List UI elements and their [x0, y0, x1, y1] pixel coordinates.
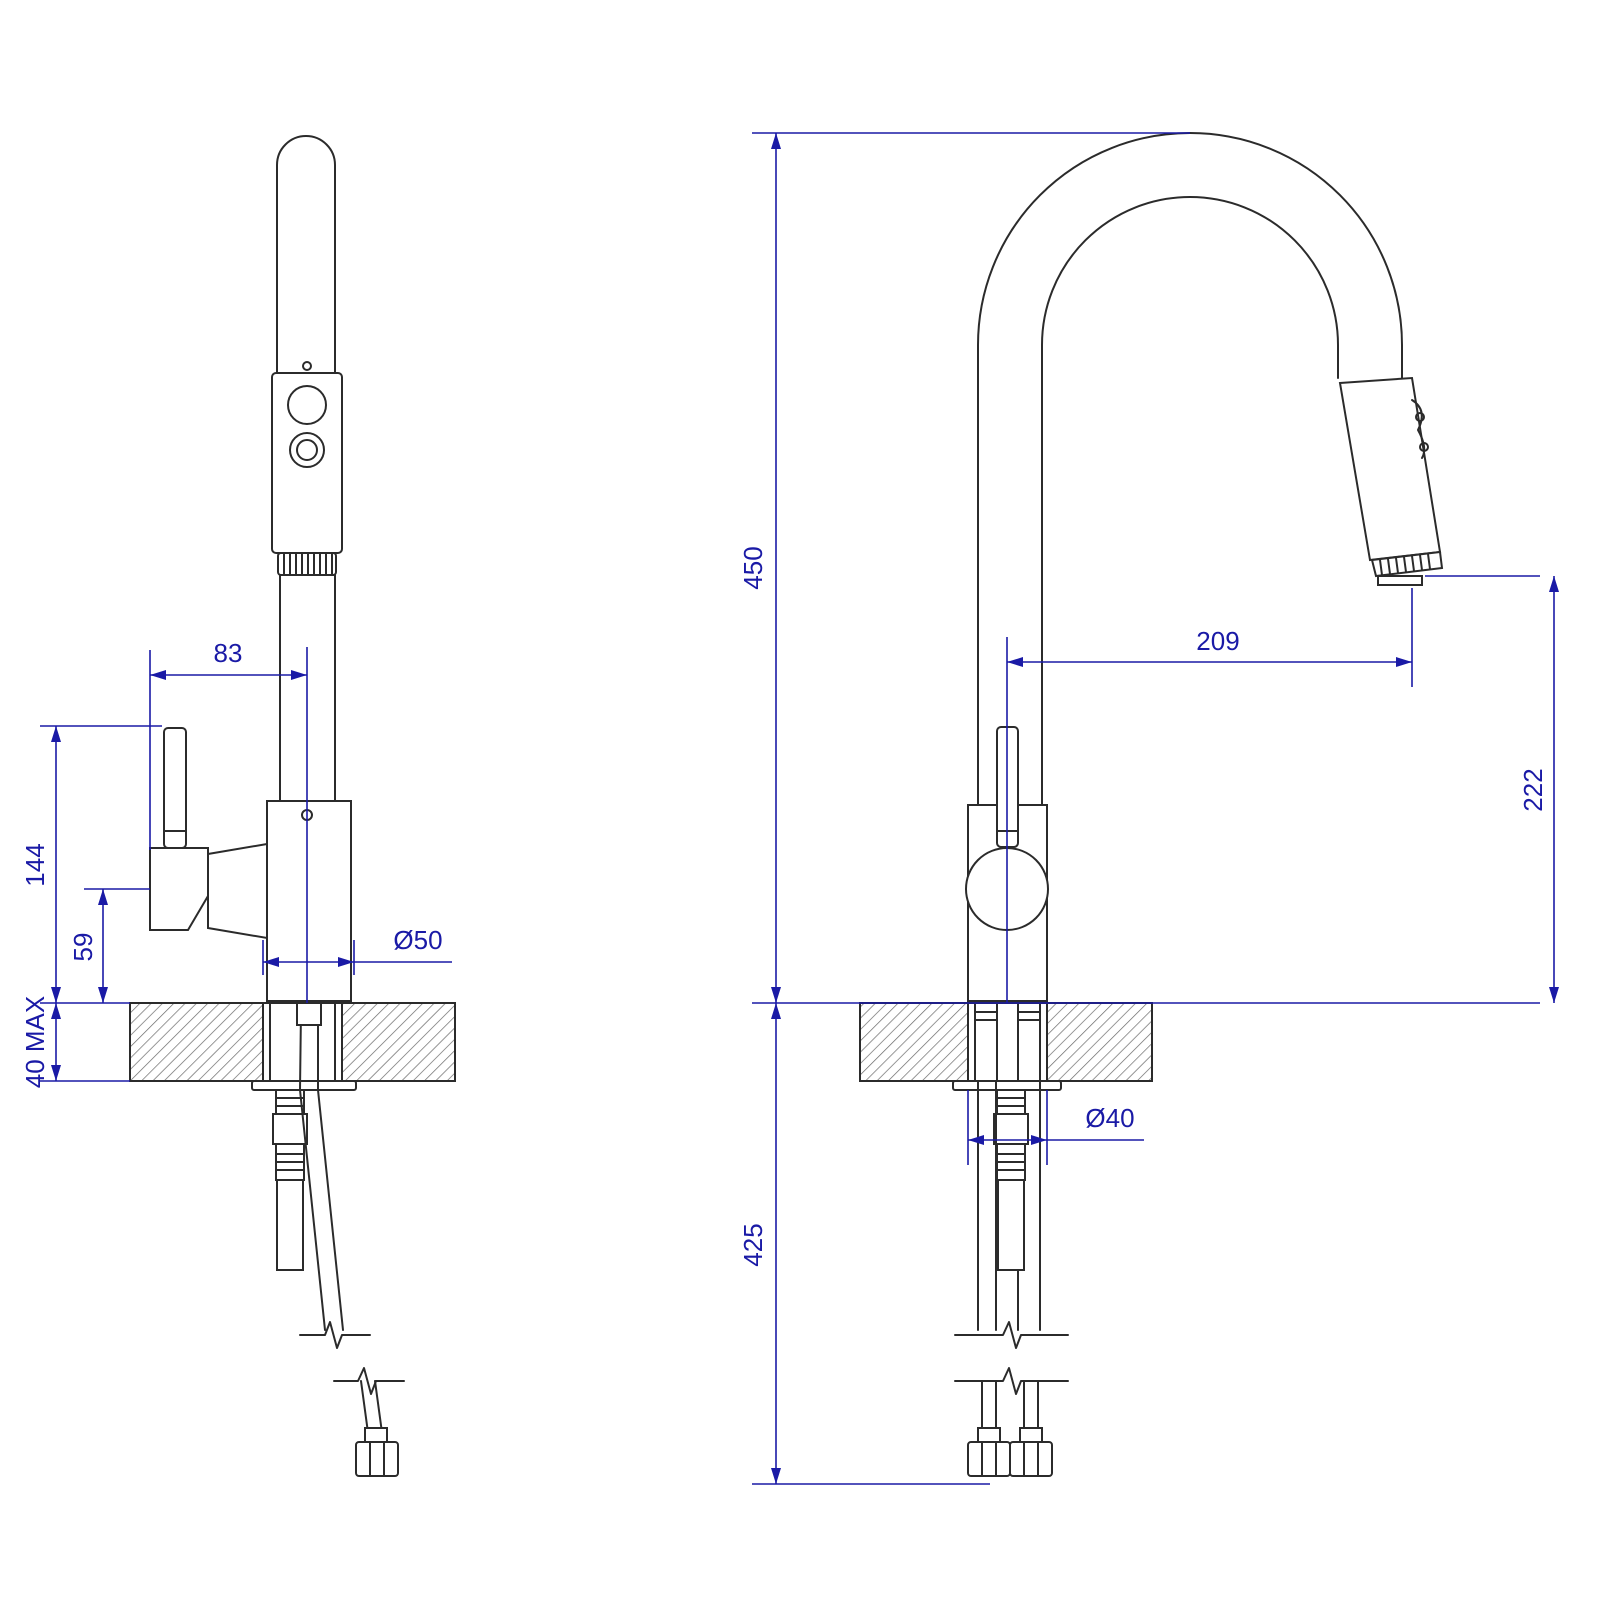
front-view: [859, 132, 1444, 1477]
front-dimensions: 450 209 222 Ø40 425: [738, 132, 1559, 1485]
side-handle: [163, 727, 187, 849]
dim-40max-label: 40 MAX: [20, 996, 50, 1089]
side-countertop-right: [341, 1002, 456, 1082]
front-countertop-left: [859, 1002, 969, 1082]
side-view: [129, 135, 456, 1477]
front-hose-ends: [967, 1380, 1053, 1477]
side-spray-button-top-icon: [287, 385, 327, 425]
dim-d40-label: Ø40: [1085, 1103, 1134, 1133]
side-pullout-hose: [296, 1002, 344, 1331]
side-base-washer: [251, 1080, 357, 1091]
side-break-line-top: [299, 1321, 371, 1349]
dim-144-label: 144: [20, 843, 50, 886]
side-countertop-left: [129, 1002, 264, 1082]
side-lever-arm: [149, 847, 209, 931]
side-body: [266, 800, 352, 1002]
dim-222-label: 222: [1518, 768, 1548, 811]
side-hose-end: [355, 1380, 399, 1477]
dim-425-label: 425: [738, 1223, 768, 1266]
side-supply-hose: [272, 1089, 308, 1271]
side-spout-head: [276, 135, 336, 374]
side-break-line-bottom: [333, 1367, 405, 1395]
dim-209-label: 209: [1196, 626, 1239, 656]
side-spray-button-bottom-icon: [289, 432, 325, 468]
front-break-line-top: [954, 1321, 1069, 1349]
front-countertop-right: [1046, 1002, 1153, 1082]
dim-59-label: 59: [68, 933, 98, 962]
dim-d50-label: Ø50: [393, 925, 442, 955]
front-base-washer: [952, 1080, 1062, 1091]
side-lever-housing: [207, 842, 268, 940]
front-supply-hoses: [977, 1080, 1041, 1331]
side-spray-head: [271, 372, 343, 554]
side-dimensions: 83 144 59 40 MAX Ø50: [20, 638, 452, 1088]
dim-83-label: 83: [214, 638, 243, 668]
front-spray-head: [1338, 376, 1442, 562]
dim-450-label: 450: [738, 546, 768, 589]
front-break-line-bottom: [954, 1367, 1069, 1395]
